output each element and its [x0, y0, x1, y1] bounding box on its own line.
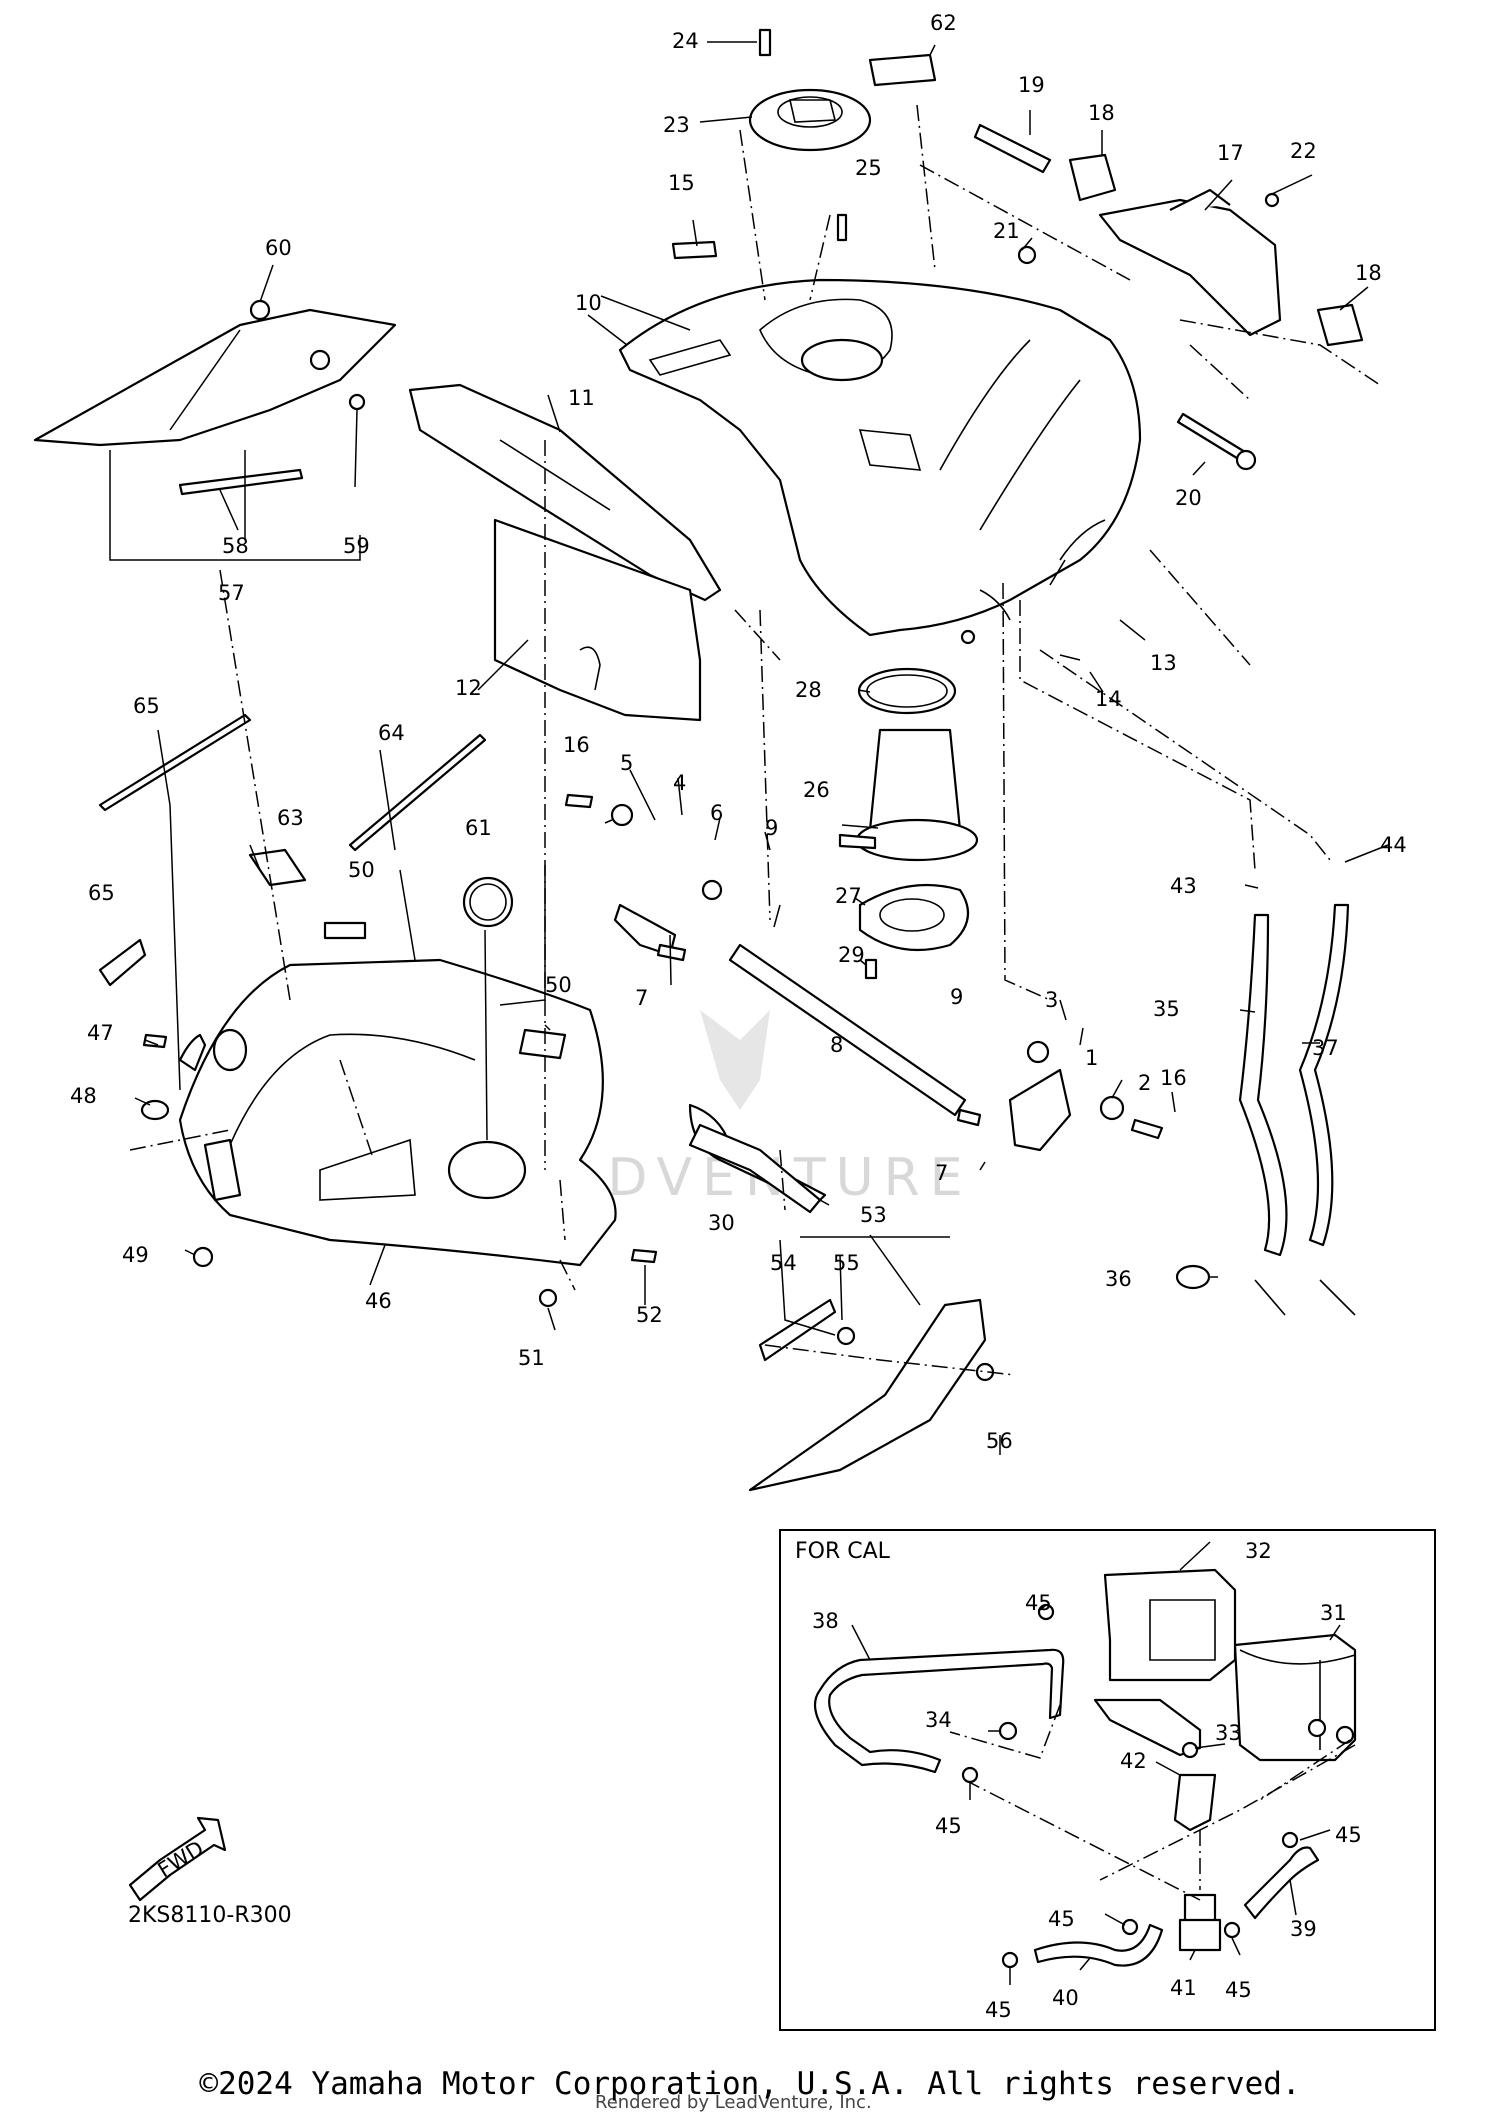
callout-21: 21 [993, 219, 1020, 243]
callout-41: 41 [1170, 1976, 1197, 2000]
callout-65: 65 [133, 694, 160, 718]
callout-51: 51 [518, 1346, 545, 1370]
callout-47: 47 [87, 1021, 114, 1045]
callout-64: 64 [378, 721, 405, 745]
callout-32: 32 [1245, 1539, 1272, 1563]
callout-44: 44 [1380, 833, 1407, 857]
pivot-shaft [564, 793, 1164, 1207]
callout-56: 56 [986, 1429, 1013, 1453]
callout-12: 12 [455, 676, 482, 700]
callout-numbers: 1234567789910111213141516161718181920212… [70, 11, 1407, 2022]
tank-mount-bracket [973, 123, 1364, 471]
callout-3: 3 [1045, 988, 1058, 1012]
callout-65: 65 [88, 881, 115, 905]
filler-cap [671, 28, 937, 260]
callout-54: 54 [770, 1251, 797, 1275]
callout-46: 46 [365, 1289, 392, 1313]
copyright-notice: ©2024 Yamaha Motor Corporation, U.S.A. A… [199, 2066, 1301, 2102]
callout-45: 45 [1225, 1978, 1252, 2002]
callout-2: 2 [1138, 1071, 1151, 1095]
side-cover-57 [33, 299, 397, 496]
callout-31: 31 [1320, 1601, 1347, 1625]
callout-24: 24 [672, 29, 699, 53]
callout-33: 33 [1215, 1721, 1242, 1745]
for-cal-label: FOR CAL [795, 1539, 891, 1564]
callout-45: 45 [1025, 1591, 1052, 1615]
callout-14: 14 [1095, 687, 1122, 711]
callout-39: 39 [1290, 1917, 1317, 1941]
callout-45: 45 [935, 1814, 962, 1838]
callout-26: 26 [803, 778, 830, 802]
callout-60: 60 [265, 236, 292, 260]
drain-hoses [1175, 903, 1356, 1316]
fuel-tank [618, 278, 1142, 645]
side-guards [408, 383, 722, 722]
callout-22: 22 [1290, 139, 1317, 163]
callout-27: 27 [835, 884, 862, 908]
callout-43: 43 [1170, 874, 1197, 898]
callout-19: 19 [1018, 73, 1045, 97]
callout-45: 45 [1335, 1823, 1362, 1847]
callout-45: 45 [1048, 1907, 1075, 1931]
callout-9: 9 [765, 816, 778, 840]
callout-1: 1 [1085, 1046, 1098, 1070]
side-cover-53 [748, 1298, 995, 1492]
callout-35: 35 [1153, 997, 1180, 1021]
emblems [98, 713, 567, 1060]
callout-29: 29 [838, 943, 865, 967]
callout-15: 15 [668, 171, 695, 195]
callout-4: 4 [673, 771, 686, 795]
callout-10: 10 [575, 291, 602, 315]
callout-34: 34 [925, 1708, 952, 1732]
callout-8: 8 [830, 1033, 843, 1057]
fwd-arrow: FWD [128, 1816, 227, 1902]
callout-5: 5 [620, 751, 633, 775]
callout-7: 7 [635, 986, 648, 1010]
callout-18: 18 [1088, 101, 1115, 125]
callout-53: 53 [860, 1203, 887, 1227]
callout-17: 17 [1217, 141, 1244, 165]
callout-30: 30 [708, 1211, 735, 1235]
callout-57: 57 [218, 581, 245, 605]
fuel-pump [838, 667, 979, 980]
callout-38: 38 [812, 1609, 839, 1633]
for-cal-box: FOR CAL [779, 1529, 1436, 2031]
callout-36: 36 [1105, 1267, 1132, 1291]
callout-42: 42 [1120, 1749, 1147, 1773]
callout-55: 55 [833, 1251, 860, 1275]
callout-11: 11 [568, 386, 595, 410]
tank-cover-46 [178, 958, 617, 1267]
callout-28: 28 [795, 678, 822, 702]
callout-59: 59 [343, 534, 370, 558]
callout-37: 37 [1312, 1036, 1339, 1060]
callout-48: 48 [70, 1084, 97, 1108]
callout-18: 18 [1355, 261, 1382, 285]
callout-62: 62 [930, 11, 957, 35]
callout-13: 13 [1150, 651, 1177, 675]
callout-50: 50 [348, 858, 375, 882]
rendered-by: Rendered by LeadVenture, Inc. [595, 2092, 872, 2113]
callout-40: 40 [1052, 1986, 1079, 2010]
callout-7: 7 [935, 1161, 948, 1185]
callout-63: 63 [277, 806, 304, 830]
callout-9: 9 [950, 985, 963, 1009]
small-parts [140, 1033, 822, 1308]
callout-52: 52 [636, 1303, 663, 1327]
callout-16: 16 [1160, 1066, 1187, 1090]
callout-45: 45 [985, 1998, 1012, 2022]
callout-20: 20 [1175, 486, 1202, 510]
callout-16: 16 [563, 733, 590, 757]
callout-25: 25 [855, 156, 882, 180]
diagram-code: 2KS8110-R300 [128, 1903, 292, 1928]
callout-6: 6 [710, 801, 723, 825]
callout-50: 50 [545, 973, 572, 997]
callout-49: 49 [122, 1243, 149, 1267]
leader-lines [109, 41, 1389, 1455]
callout-61: 61 [465, 816, 492, 840]
callout-23: 23 [663, 113, 690, 137]
callout-58: 58 [222, 534, 249, 558]
